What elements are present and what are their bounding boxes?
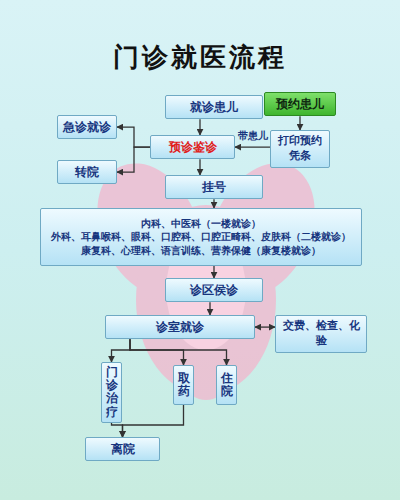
flow-connector [213, 199, 214, 208]
department-box: 内科、中医科（一楼就诊）外科、耳鼻喉科、眼科、口腔科、口腔正畸科、皮肤科（二楼就… [40, 208, 362, 266]
node-text: 住院 [221, 372, 233, 398]
flow-connector [117, 147, 150, 172]
flow-connector [213, 266, 214, 278]
waiting-box: 诊区侯诊 [165, 278, 263, 302]
node-text: 预约患儿 [276, 96, 324, 112]
leave-box: 离院 [85, 437, 160, 461]
flow-connector [123, 405, 184, 437]
triage-box: 预诊鉴诊 [150, 135, 235, 159]
flow-connector [299, 116, 300, 130]
flow-connector [235, 146, 270, 147]
flow-connector [255, 326, 275, 327]
node-text: 诊室就诊 [156, 319, 204, 335]
node-text: 外科、耳鼻喉科、眼科、口腔科、口腔正畸科、皮肤科（二楼就诊） [51, 230, 351, 244]
emergency-box: 急诊就诊 [57, 115, 117, 139]
flow-connector [130, 339, 184, 365]
flow-connector [130, 339, 227, 365]
node-text: 内科、中医科（一楼就诊） [141, 217, 261, 231]
flow-connector [117, 127, 150, 147]
node-text: 交费、检查、化验 [280, 319, 362, 349]
node-text: 挂号 [202, 179, 226, 195]
flow-connector [199, 159, 200, 175]
consult-box: 诊室就诊 [105, 315, 255, 339]
node-text: 预诊鉴诊 [169, 139, 217, 155]
inpatient-box: 住院 [216, 365, 237, 405]
edge-label: 带患儿 [238, 129, 268, 143]
node-text: 康复科、心理科、语言训练、营养保健（康复楼就诊） [81, 244, 321, 258]
node-text: 急诊就诊 [63, 119, 111, 135]
flow-connector [199, 119, 200, 135]
title: 门诊就医流程 [0, 40, 400, 75]
booking-box: 预约患儿 [264, 92, 336, 116]
treatment-box: 门诊治疗 [101, 362, 122, 423]
node-text: 离院 [111, 441, 135, 457]
node-text: 诊区侯诊 [190, 282, 238, 298]
flow-connector [112, 339, 131, 362]
flow-connector [112, 423, 123, 437]
node-text: 门诊治疗 [106, 366, 118, 419]
print-box: 打印预约凭条 [270, 130, 330, 168]
node-text: 转院 [75, 164, 99, 180]
register-box: 挂号 [165, 175, 263, 199]
node-text: 就诊患儿 [190, 99, 238, 115]
node-text: 打印预约凭条 [275, 134, 325, 164]
node-text: 取药 [178, 372, 190, 398]
pharmacy-box: 取药 [173, 365, 194, 405]
payment-box: 交费、检查、化验 [275, 315, 367, 353]
start-box: 就诊患儿 [165, 95, 263, 119]
flow-connector [209, 302, 210, 315]
transfer-box: 转院 [57, 160, 117, 184]
